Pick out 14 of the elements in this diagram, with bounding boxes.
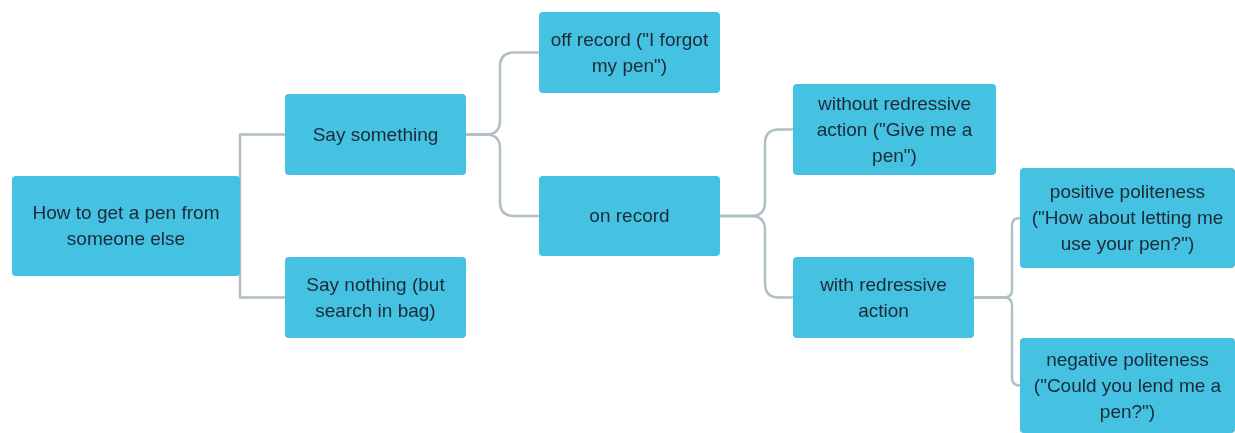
topic-box: positive politeness ("How about letting me use your pen?") xyxy=(1020,168,1235,268)
topic-box: with redressive action xyxy=(793,257,974,338)
topic-box: Say something xyxy=(285,94,466,175)
topic-box: off record ("I forgot my pen") xyxy=(539,12,720,93)
topic-box: without redressive action ("Give me a pen") xyxy=(793,84,996,175)
connector-line xyxy=(238,133,285,228)
connector-line xyxy=(466,133,539,218)
connector-line xyxy=(720,214,793,299)
connector-line xyxy=(974,296,1022,387)
topic-box: Say nothing (but search in bag) xyxy=(285,257,466,338)
connector-line xyxy=(238,224,285,299)
topic-box: on record xyxy=(539,176,720,256)
topic-box: negative politeness ("Could you lend me a pen?") xyxy=(1020,338,1235,433)
topic-box: How to get a pen from someone else xyxy=(12,176,240,276)
